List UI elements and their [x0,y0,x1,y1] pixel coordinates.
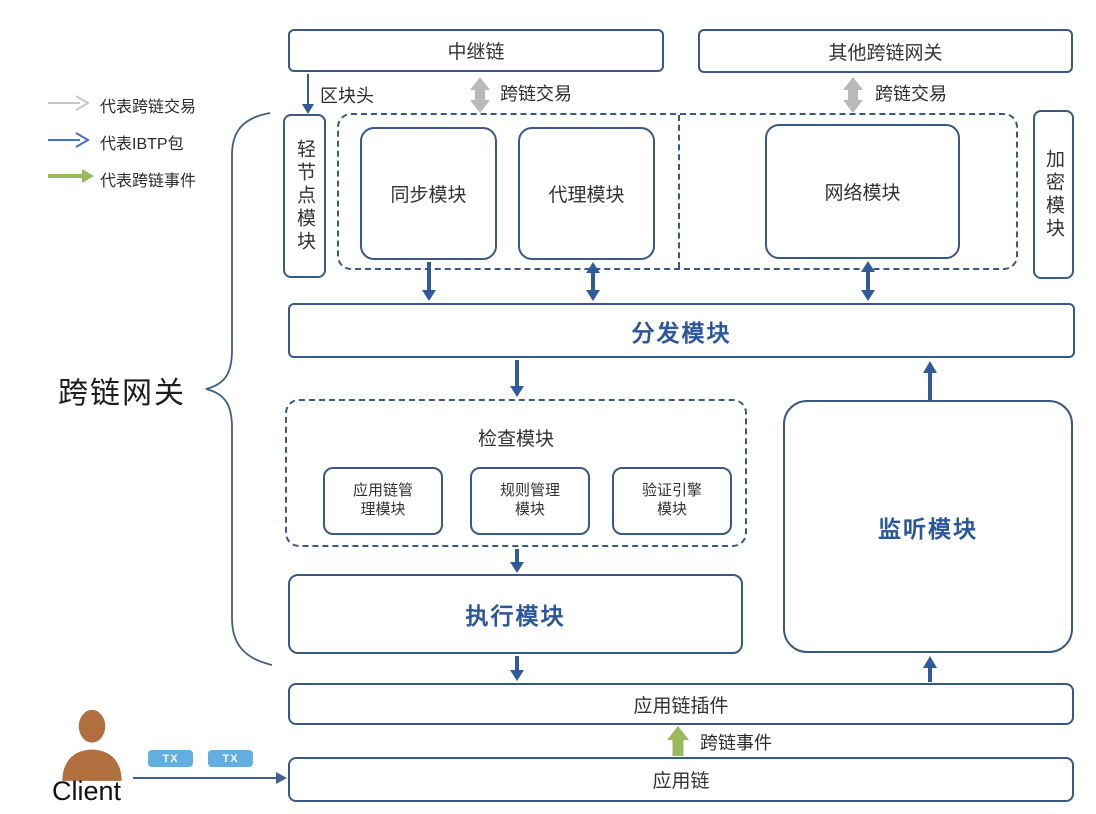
node-listen-module: 监听模块 [783,400,1073,653]
client-person-icon [62,709,122,781]
gateway-brace-label: 跨链网关 [58,377,186,410]
arrow-listen-to-dispatch [923,361,937,400]
arrow-exec-to-plugin [510,656,524,681]
arrow-cross-chain-tx-right [843,77,863,113]
node-appchain-plugin: 应用链插件 [288,683,1074,725]
legend-cross-chain-tx-arrow-icon [48,95,90,111]
legend-item-cross-chain-event: 代表跨链事件 [100,173,197,190]
legend-ibtp-arrow-icon [48,132,90,148]
node-verify-engine-module: 验证引擎 模块 [612,467,732,535]
node-light-node-module: 轻节点模块 [283,114,326,278]
check-dashed-container [285,399,747,547]
arrow-cross-chain-event [667,726,689,756]
node-appchain-mgmt-module: 应用链管 理模块 [323,467,443,535]
node-other-gateways: 其他跨链网关 [698,29,1073,73]
arrow-client-to-appchain [133,772,287,784]
legend-item-cross-chain-tx: 代表跨链交易 [100,99,197,116]
modules-dashed-container [337,113,1018,270]
check-module-title: 检查模块 [477,429,554,450]
node-dispatch-module: 分发模块 [288,303,1075,358]
node-network-module: 网络模块 [765,124,960,259]
node-crypto-module: 加密模块 [1033,110,1074,279]
modules-dashed-divider [678,115,680,268]
client-label: Client [52,776,122,806]
tx-badge: TX [208,750,253,767]
tx-badge: TX [148,750,193,767]
label-block-header: 区块头 [320,86,374,106]
arrow-block-header [302,74,314,114]
gateway-brace [205,112,273,666]
node-rule-mgmt-module: 规则管理 模块 [470,467,590,535]
legend-cross-chain-event-arrow-icon [48,169,94,183]
arrow-dispatch-to-check [510,360,524,397]
label-cross-chain-tx-right: 跨链交易 [875,84,947,104]
arrow-plugin-to-listen [923,656,937,682]
label-cross-chain-tx-left: 跨链交易 [500,84,572,104]
node-proxy-module: 代理模块 [518,127,655,260]
node-exec-module: 执行模块 [288,574,743,654]
arrow-check-to-exec [510,549,524,573]
legend-item-ibtp: 代表IBTP包 [100,136,184,153]
node-sync-module: 同步模块 [360,127,497,260]
arrow-cross-chain-tx-left [470,77,490,113]
node-relay-chain: 中继链 [288,29,664,72]
label-cross-chain-event: 跨链事件 [700,733,772,753]
node-appchain: 应用链 [288,757,1074,802]
